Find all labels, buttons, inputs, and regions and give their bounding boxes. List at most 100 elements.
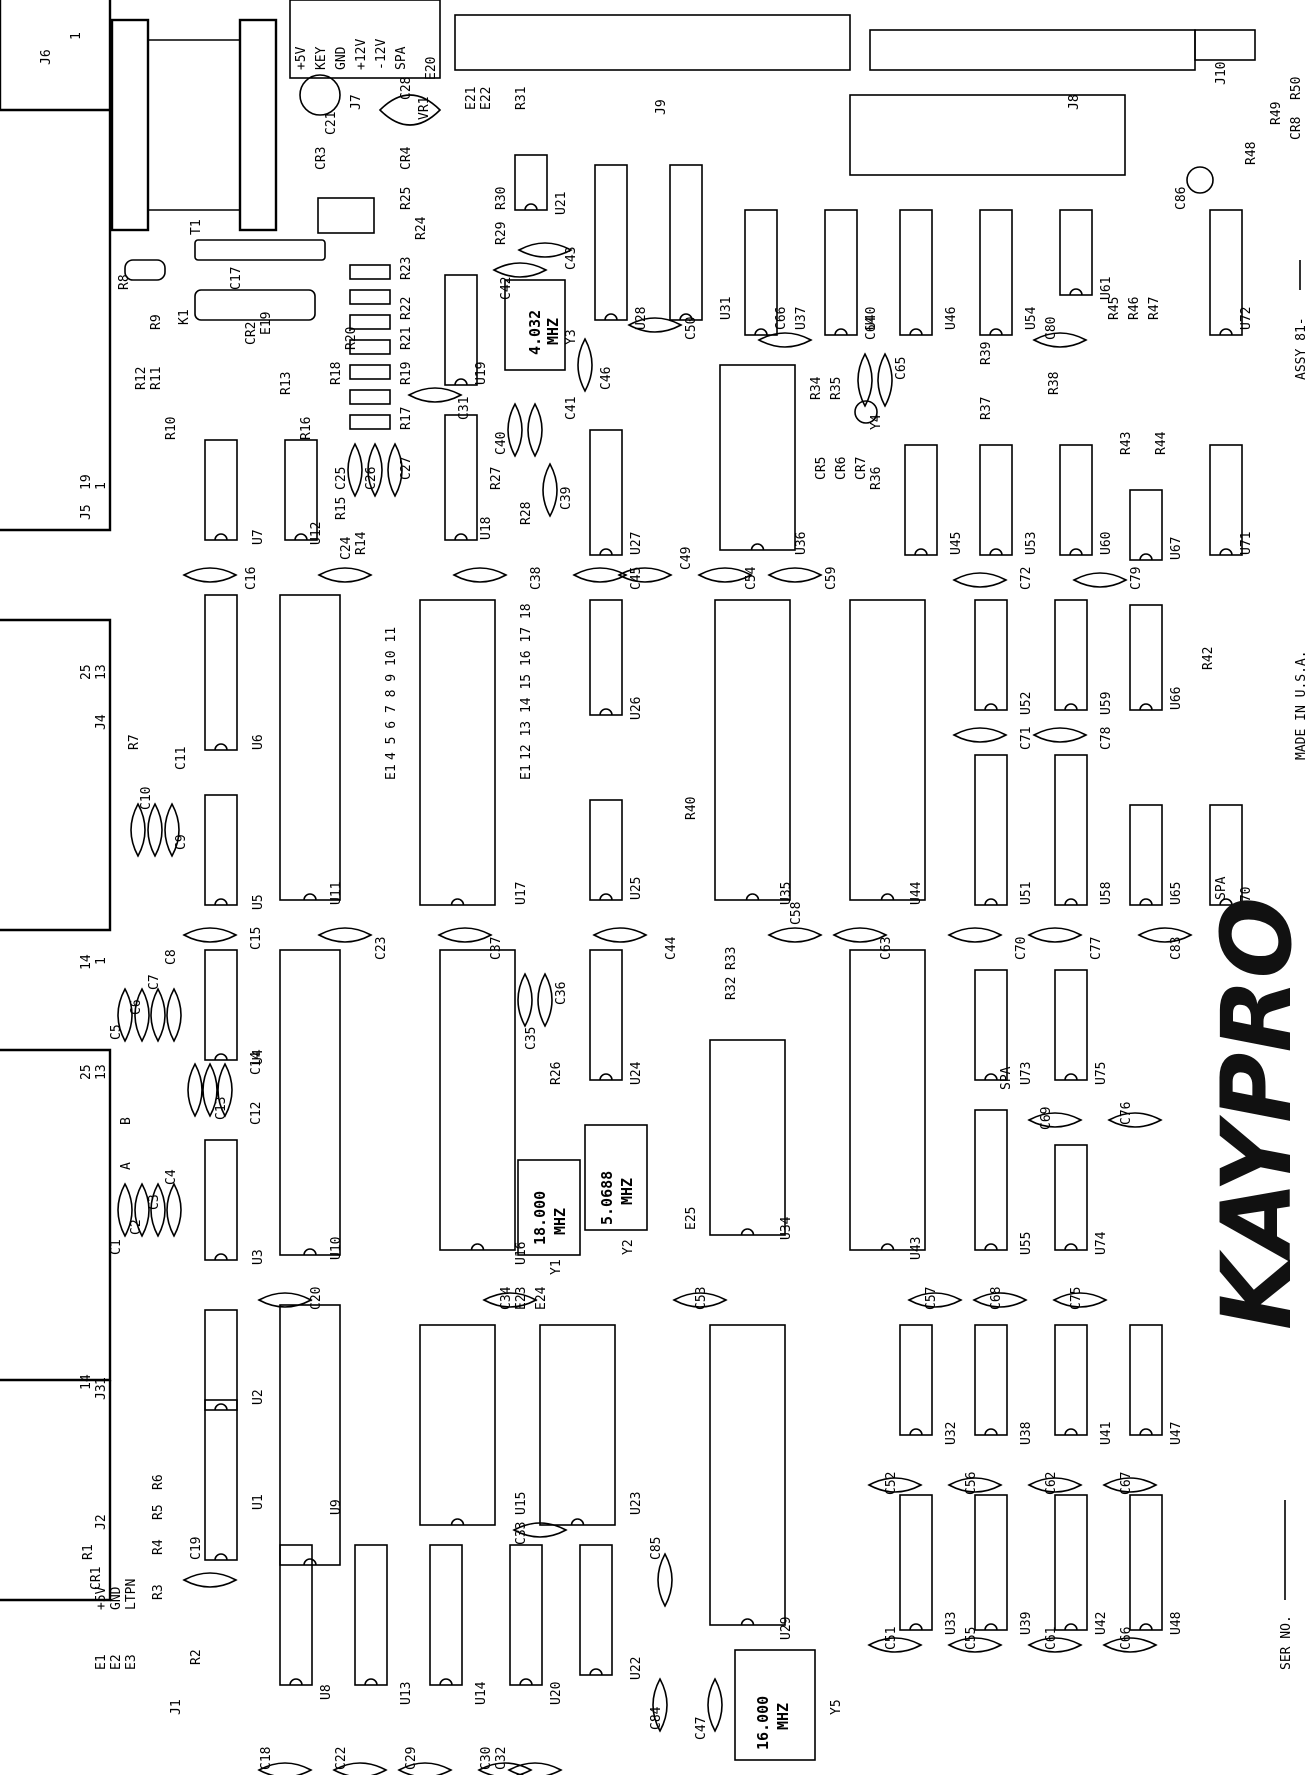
ic-notch-u29 — [740, 1618, 755, 1626]
j8-bracket — [849, 94, 1126, 176]
ic-u21 — [514, 154, 548, 211]
cap-label-c55: C55 — [964, 1627, 979, 1650]
ic-u17 — [419, 599, 496, 906]
cap-c18 — [257, 1762, 313, 1775]
vr1-label: VR1 — [417, 97, 432, 120]
cap-c3 — [150, 1182, 166, 1238]
cap-label-c75: C75 — [1069, 1287, 1084, 1310]
cap-c27 — [387, 442, 403, 498]
ic-notch-u27 — [599, 548, 613, 556]
cap-c22 — [332, 1762, 388, 1775]
r46-label: R46 — [1127, 297, 1142, 320]
ic-label-u14: U14 — [474, 1681, 489, 1705]
ic-label-u45: U45 — [949, 532, 964, 555]
cap-c77 — [1027, 927, 1083, 943]
ic-label-u47: U47 — [1169, 1422, 1184, 1445]
j6-outline — [0, 0, 112, 112]
k1-relay — [194, 289, 316, 321]
ic-label-u67: U67 — [1169, 537, 1184, 560]
y5-crystal — [734, 1649, 816, 1761]
cap-label-c41: C41 — [564, 397, 579, 420]
ic-label-u37: U37 — [794, 307, 809, 330]
jumper-b: B — [119, 1117, 134, 1125]
ic-notch-u26 — [599, 708, 613, 716]
j3-pin-25: 25 — [79, 1064, 94, 1080]
r7-label: R7 — [127, 734, 142, 750]
cap-label-c14: C14 — [249, 1051, 264, 1075]
e22-label: E22 — [479, 87, 494, 110]
ic-u23 — [539, 1324, 616, 1526]
cap-label-c6: C6 — [129, 999, 144, 1015]
cap-c23 — [317, 927, 373, 943]
e20-label: E20 — [424, 57, 439, 80]
ic-label-u55: U55 — [1019, 1232, 1034, 1255]
cap-label-c16: C16 — [244, 567, 259, 590]
cr6-label: CR6 — [834, 457, 849, 480]
j5-pin-1: 1 — [94, 482, 109, 490]
ic-notch-u21 — [524, 203, 538, 211]
e19-label: E19 — [259, 312, 274, 335]
r42-label: R42 — [1201, 647, 1216, 670]
ic-notch-u6 — [214, 743, 228, 751]
ic-u3 — [204, 1139, 238, 1261]
ic-label-u42: U42 — [1094, 1612, 1109, 1635]
ic-notch-u54 — [989, 328, 1003, 336]
cap-label-c46: C46 — [599, 367, 614, 390]
branding: KAYPRO MADE IN U.S.A. ASSY 81- SER NO. S… — [999, 260, 1313, 1670]
cap-c8 — [166, 987, 182, 1043]
ic-label-u21: U21 — [554, 192, 569, 215]
ic-u34 — [709, 1039, 786, 1236]
ic-notch-u17 — [450, 898, 465, 906]
ic-u16 — [439, 949, 516, 1251]
ic-label-u29: U29 — [779, 1617, 794, 1640]
c21-label: C21 — [324, 112, 339, 135]
r44-label: R44 — [1154, 431, 1169, 455]
c86-cap — [1186, 166, 1214, 194]
ic-notch-u16 — [470, 1243, 485, 1251]
j1-label: J1 — [169, 1699, 184, 1715]
ic-notch-u32 — [909, 1428, 923, 1436]
ic-u9 — [279, 1304, 341, 1566]
ic-u12 — [284, 439, 318, 541]
ic-notch-u8 — [289, 1678, 303, 1686]
cap-label-c8: C8 — [164, 949, 179, 965]
ic-label-u16: U16 — [514, 1242, 529, 1265]
r21-label: R21 — [399, 327, 414, 350]
ic-label-u4: U4 — [251, 1049, 266, 1065]
cap-label-c7: C7 — [147, 974, 162, 990]
ic-u47 — [1129, 1324, 1163, 1436]
cap-c37 — [437, 927, 493, 943]
cap-c51 — [867, 1637, 923, 1653]
cap-label-c52: C52 — [884, 1472, 899, 1495]
r22-label: R22 — [399, 297, 414, 320]
ic-u19 — [444, 274, 478, 386]
c86-label: C86 — [1174, 187, 1189, 210]
ic-notch-u28 — [604, 313, 618, 321]
e2-label: E2 — [109, 1654, 124, 1670]
ic-label-u11: U11 — [329, 882, 344, 905]
y3-unit: MHZ — [544, 318, 562, 345]
cap-label-c84: C84 — [649, 1706, 664, 1730]
c28-label: C28 — [399, 77, 414, 100]
e-jumper-label-a: E1 — [384, 764, 399, 780]
r23-label: R23 — [399, 257, 414, 280]
cap-label-c71: C71 — [1019, 727, 1034, 750]
ic-u27 — [589, 429, 623, 556]
ic-u70 — [1209, 804, 1243, 906]
ic-label-u25: U25 — [629, 877, 644, 900]
r17-label: R17 — [399, 407, 414, 430]
j3-label: J3 — [94, 1384, 109, 1400]
cap-c29 — [397, 1762, 453, 1775]
ic-label-u1: U1 — [251, 1494, 266, 1510]
j9-header — [869, 29, 1196, 71]
serial-number-label: SER NO. — [1279, 1615, 1294, 1670]
ic-notch-u72 — [1219, 328, 1233, 336]
cap-c54 — [697, 567, 753, 583]
cap-c2 — [134, 1182, 150, 1238]
ic-label-u12: U12 — [309, 522, 324, 545]
ic-u74 — [1054, 1144, 1088, 1251]
ic-u28 — [594, 164, 628, 321]
cap-label-c43: C43 — [564, 247, 579, 270]
y3-crystal — [504, 279, 566, 371]
